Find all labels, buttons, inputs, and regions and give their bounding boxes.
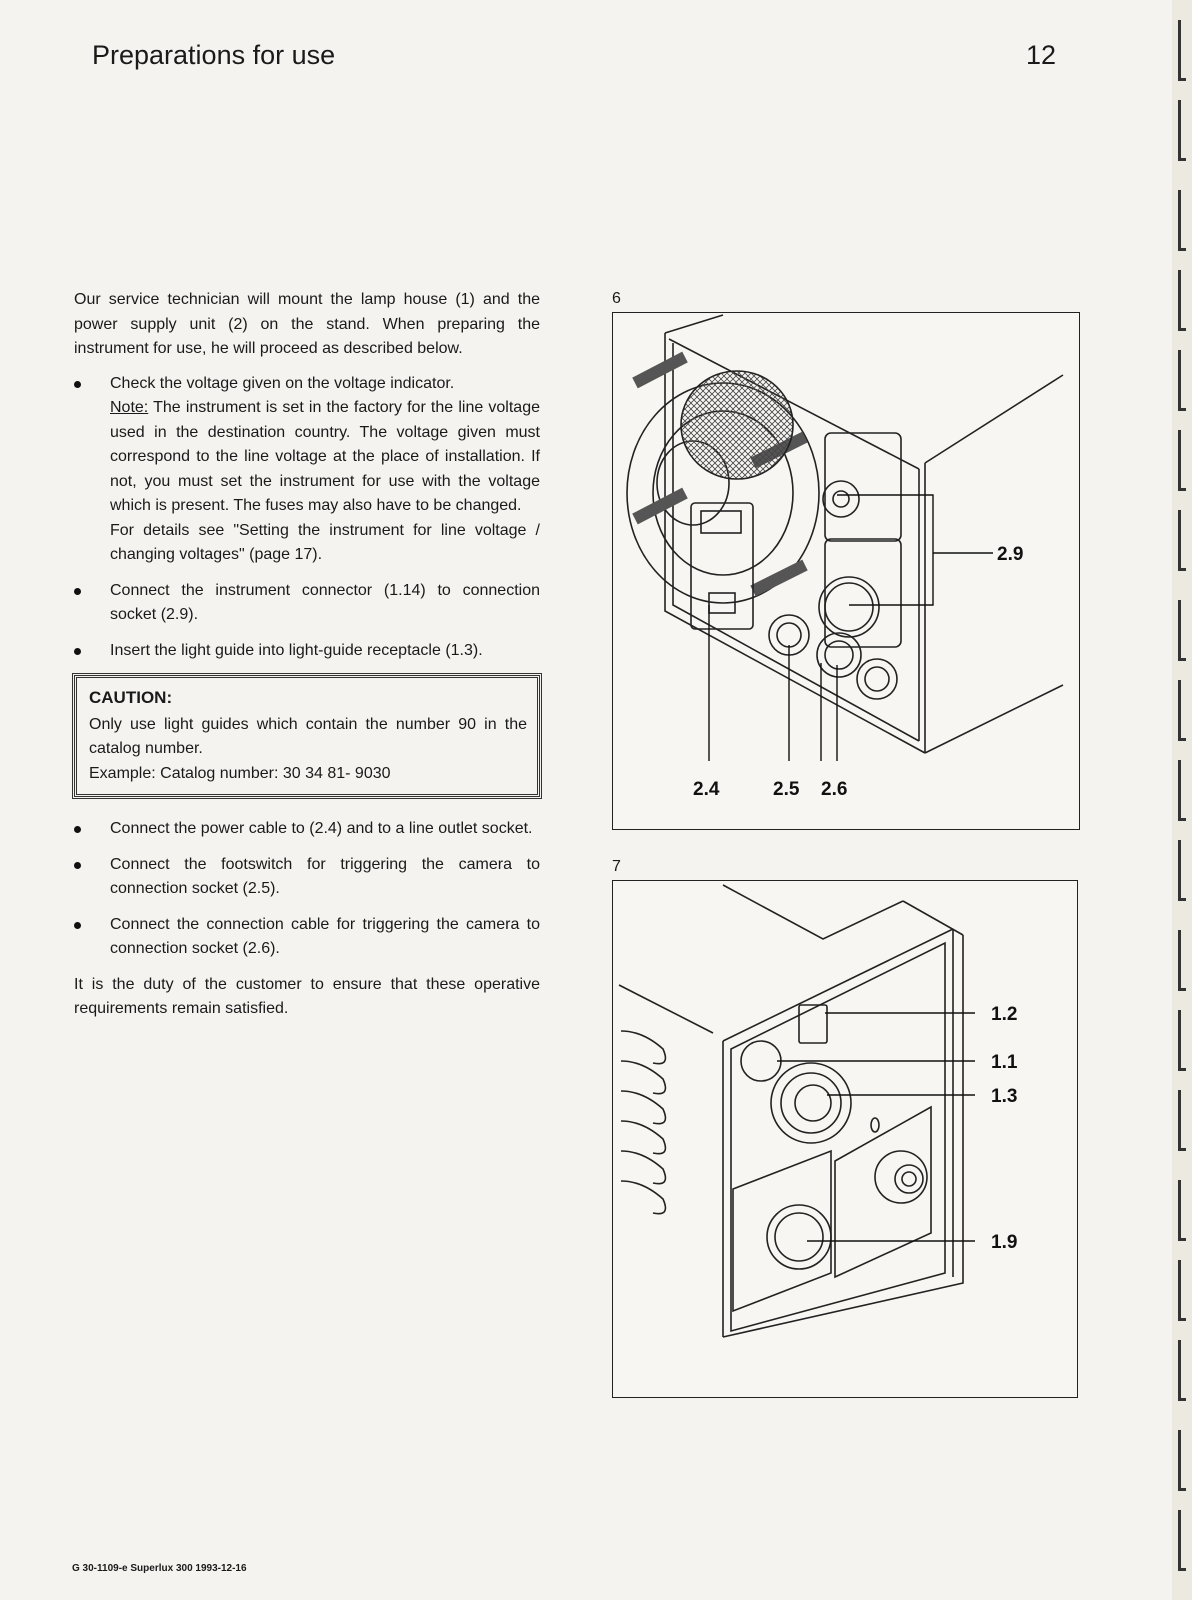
bullet-icon (74, 921, 81, 929)
callout-1-1: 1.1 (991, 1052, 1018, 1073)
intro-paragraph: Our service technician will mount the la… (74, 291, 540, 357)
caution-box: CAUTION: Only use light guides which con… (72, 673, 542, 799)
bullet-icon (74, 647, 81, 655)
note-label: Note: (110, 399, 149, 416)
figure-6-power-supply-rear: 2.9 2.4 2.5 2.6 (612, 312, 1080, 830)
document-footer: G 30-1109-e Superlux 300 1993-12-16 (72, 1563, 247, 1574)
page-number: 12 (1026, 40, 1057, 70)
caution-example: Example: Catalog number: 30 34 81- 9030 (89, 764, 391, 782)
list-item: Connect the power cable to (2.4) and to … (74, 817, 540, 842)
figure-7-number: 7 (612, 858, 621, 875)
list-item: Check the voltage given on the voltage i… (74, 372, 540, 568)
note-paragraph: Note: The instrument is set in the facto… (110, 396, 540, 519)
callout-2-4: 2.4 (693, 779, 720, 800)
callout-2-6: 2.6 (821, 779, 847, 800)
bullet-icon (74, 861, 81, 869)
page-title: Preparations for use (92, 40, 336, 70)
list-item-text: Connect the instrument connector (1.14) … (110, 581, 540, 624)
list-item-text: Connect the footswitch for triggering th… (110, 855, 540, 898)
bullet-icon (74, 587, 81, 595)
instructions-column: Our service technician will mount the la… (72, 288, 542, 1032)
list-item-text: Check the voltage given on the voltage i… (110, 374, 455, 392)
callout-1-3: 1.3 (991, 1086, 1017, 1107)
callout-1-9: 1.9 (991, 1232, 1017, 1253)
note-text: The instrument is set in the factory for… (110, 399, 540, 514)
figure-6-number: 6 (612, 290, 621, 307)
caution-heading: CAUTION: (89, 688, 173, 707)
caution-text: Only use light guides which contain the … (89, 715, 527, 758)
figure-7-lamp-house-front: 1.2 1.1 1.3 1.9 (612, 880, 1078, 1398)
callout-2-5: 2.5 (773, 779, 800, 800)
list-item: Connect the connection cable for trigger… (74, 913, 540, 962)
binder-tab-strip (1172, 0, 1192, 1600)
bullet-icon (74, 380, 81, 388)
closing-paragraph: It is the duty of the customer to ensure… (74, 975, 540, 1018)
callout-1-2: 1.2 (991, 1004, 1017, 1025)
list-item: Insert the light guide into light-guide … (74, 639, 540, 664)
list-item-text: Connect the connection cable for trigger… (110, 915, 540, 958)
list-item-text: Connect the power cable to (2.4) and to … (110, 820, 533, 837)
details-reference: For details see "Setting the instrument … (110, 521, 540, 564)
list-item-text: Insert the light guide into light-guide … (110, 641, 483, 659)
callout-2-9: 2.9 (997, 544, 1023, 565)
list-item: Connect the instrument connector (1.14) … (74, 579, 540, 628)
figure-7-drawing: 1.2 1.1 1.3 1.9 (618, 884, 1018, 1338)
figure-6-drawing: 2.9 2.4 2.5 2.6 (626, 314, 1064, 800)
list-item: Connect the footswitch for triggering th… (74, 853, 540, 902)
bullet-icon (74, 826, 81, 833)
